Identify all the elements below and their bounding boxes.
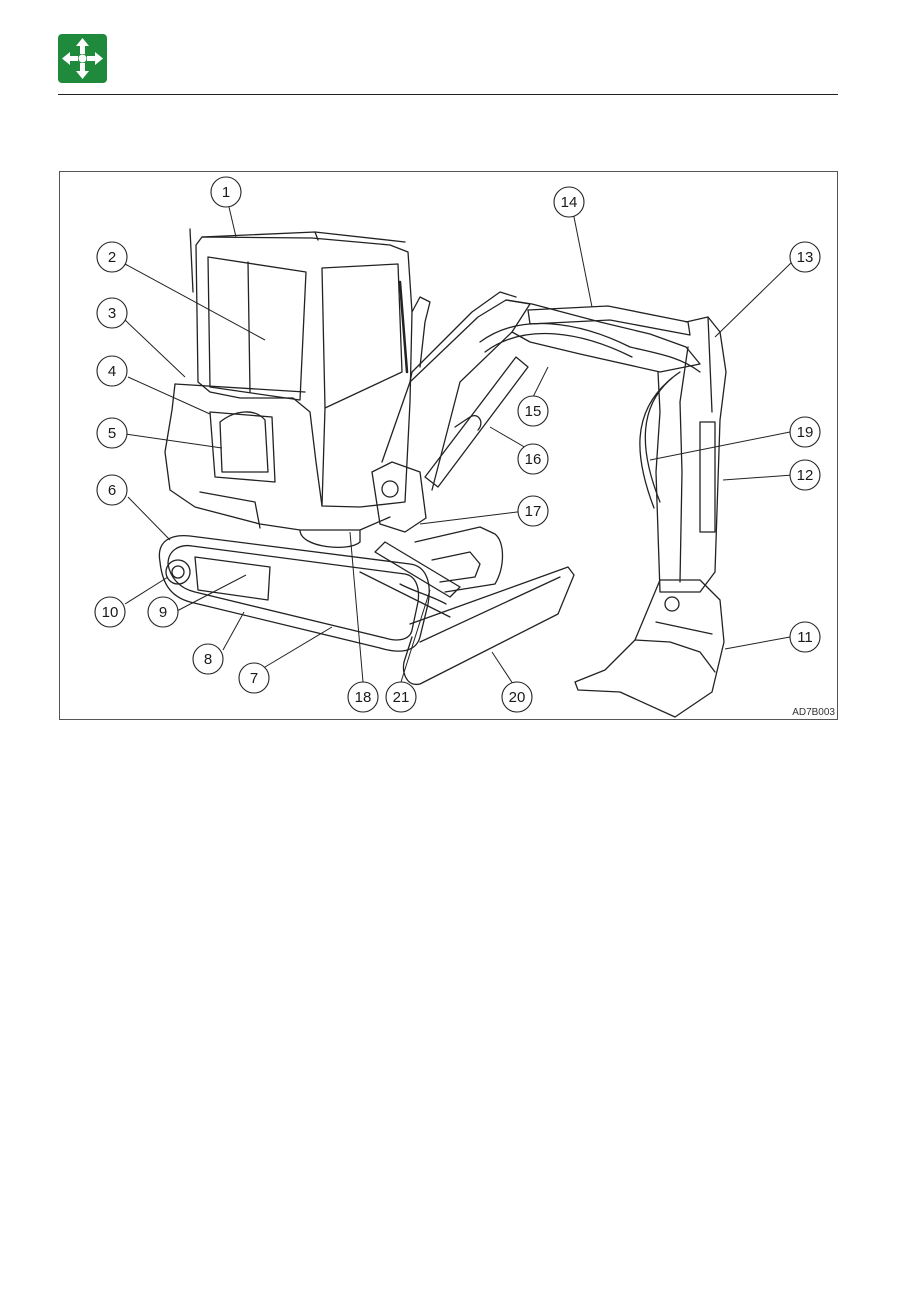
four-way-arrows-icon (58, 34, 107, 83)
svg-text:4: 4 (108, 363, 116, 380)
callout-21: 21 (385, 681, 417, 713)
callout-16: 16 (517, 443, 549, 475)
callout-17: 17 (517, 495, 549, 527)
svg-text:11: 11 (797, 629, 813, 646)
callout-11: 11 (789, 621, 821, 653)
svg-text:6: 6 (108, 482, 116, 499)
excavator-illustration: 1 2 3 4 5 6 7 8 9 10 11 12 13 14 15 16 1… (94, 176, 821, 718)
svg-text:15: 15 (525, 403, 542, 420)
svg-text:14: 14 (561, 194, 578, 211)
svg-text:13: 13 (797, 249, 814, 266)
header-rule (58, 94, 838, 95)
callout-15: 15 (517, 395, 549, 427)
svg-text:8: 8 (204, 651, 212, 668)
callout-10: 10 (94, 596, 126, 628)
callout-12: 12 (789, 459, 821, 491)
svg-text:19: 19 (797, 424, 814, 441)
svg-text:12: 12 (797, 467, 814, 484)
callout-6: 6 (96, 474, 128, 506)
callout-19: 19 (789, 416, 821, 448)
callout-14: 14 (553, 186, 585, 218)
svg-text:10: 10 (102, 604, 119, 621)
svg-text:7: 7 (250, 670, 258, 687)
callout-3: 3 (96, 297, 128, 329)
callout-9: 9 (147, 596, 179, 628)
svg-text:18: 18 (355, 689, 372, 706)
svg-text:16: 16 (525, 451, 542, 468)
svg-text:21: 21 (393, 689, 410, 706)
callout-5: 5 (96, 417, 128, 449)
svg-text:17: 17 (525, 503, 542, 520)
callout-13: 13 (789, 241, 821, 273)
callout-1: 1 (210, 176, 242, 208)
svg-text:20: 20 (509, 689, 526, 706)
callout-4: 4 (96, 355, 128, 387)
svg-text:5: 5 (108, 425, 116, 442)
callout-20: 20 (501, 681, 533, 713)
svg-text:3: 3 (108, 305, 116, 322)
figure-code: AD7B003 (792, 707, 835, 718)
callout-18: 18 (347, 681, 379, 713)
svg-text:9: 9 (159, 604, 167, 621)
callout-7: 7 (238, 662, 270, 694)
callout-2: 2 (96, 241, 128, 273)
excavator-figure: 1 2 3 4 5 6 7 8 9 10 11 12 13 14 15 16 1… (59, 171, 838, 720)
svg-text:1: 1 (222, 184, 230, 201)
svg-text:2: 2 (108, 249, 116, 266)
callout-8: 8 (192, 643, 224, 675)
